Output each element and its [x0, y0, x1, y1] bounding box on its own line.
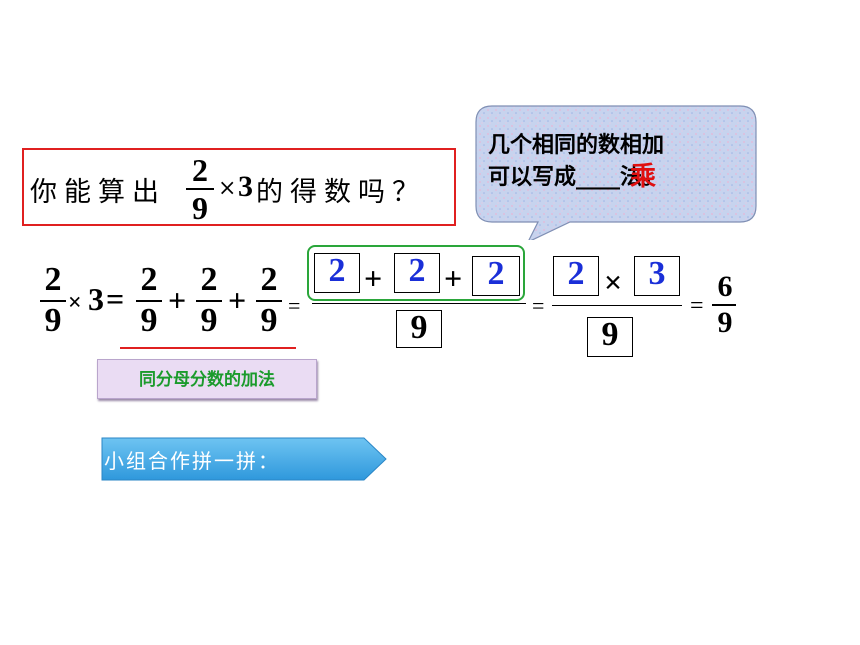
question-times: ×	[218, 176, 237, 201]
product-times: ×	[604, 264, 623, 300]
equals-3: =	[690, 293, 704, 319]
product-box-1: 2	[553, 256, 599, 296]
lhs-bar	[40, 300, 66, 302]
question-fraction-bar	[186, 188, 214, 190]
product-denominator-box: 9	[587, 317, 633, 357]
bubble-line-1: 几个相同的数相加	[488, 133, 665, 158]
sum-fraction-bar	[312, 303, 526, 304]
sum-plus-2: +	[444, 260, 463, 296]
addend-3-numerator: 2	[260, 261, 278, 298]
addend-2-denominator: 9	[200, 302, 218, 339]
lhs-times: ×	[68, 290, 82, 316]
addend-1-bar	[136, 300, 162, 302]
equals-1: =	[288, 293, 301, 318]
lhs-equals: =	[106, 281, 125, 317]
addend-1-denominator: 9	[140, 302, 158, 339]
bubble-line-2: 可以写成____法。	[488, 165, 665, 190]
green-bracket	[307, 245, 525, 301]
question-box	[22, 148, 456, 226]
lhs-multiplier: 3	[88, 281, 104, 317]
sum-box-3: 2	[472, 256, 520, 296]
sum-denominator-box: 9	[396, 310, 442, 348]
sum-box-1: 2	[314, 253, 360, 293]
plus-2: +	[228, 282, 247, 318]
addition-underline	[120, 347, 296, 349]
lhs-numerator: 2	[44, 261, 62, 298]
speech-bubble	[475, 105, 757, 240]
result-numerator: 6	[717, 270, 733, 303]
lhs-denominator: 9	[44, 302, 62, 339]
plus-1: +	[168, 282, 187, 318]
product-fraction-bar	[552, 305, 682, 306]
addend-2-bar	[196, 300, 222, 302]
result-bar	[712, 304, 736, 306]
bubble-text: 几个相同的数相加 可以写成____法。	[488, 130, 748, 194]
blank-answer: 乘	[630, 162, 657, 192]
sum-box-2: 2	[394, 253, 440, 293]
question-fraction-denominator: 9	[192, 190, 208, 226]
group-activity-banner	[101, 437, 387, 481]
question-suffix: 的得数吗？	[256, 177, 426, 208]
sum-plus-1: +	[364, 260, 383, 296]
addend-2-numerator: 2	[200, 261, 218, 298]
product-box-2: 3	[634, 256, 680, 296]
method-label: 同分母分数的加法	[97, 359, 317, 399]
question-prefix: 你能算出	[30, 177, 166, 208]
addend-3-bar	[256, 300, 282, 302]
result-denominator: 9	[717, 306, 733, 339]
addend-3-denominator: 9	[260, 302, 278, 339]
equals-2: =	[532, 293, 545, 318]
question-multiplier: 3	[238, 170, 253, 203]
group-activity-text: 小组合作拼一拼：	[104, 449, 280, 473]
question-fraction-numerator: 2	[192, 152, 208, 188]
addend-1-numerator: 2	[140, 261, 158, 298]
